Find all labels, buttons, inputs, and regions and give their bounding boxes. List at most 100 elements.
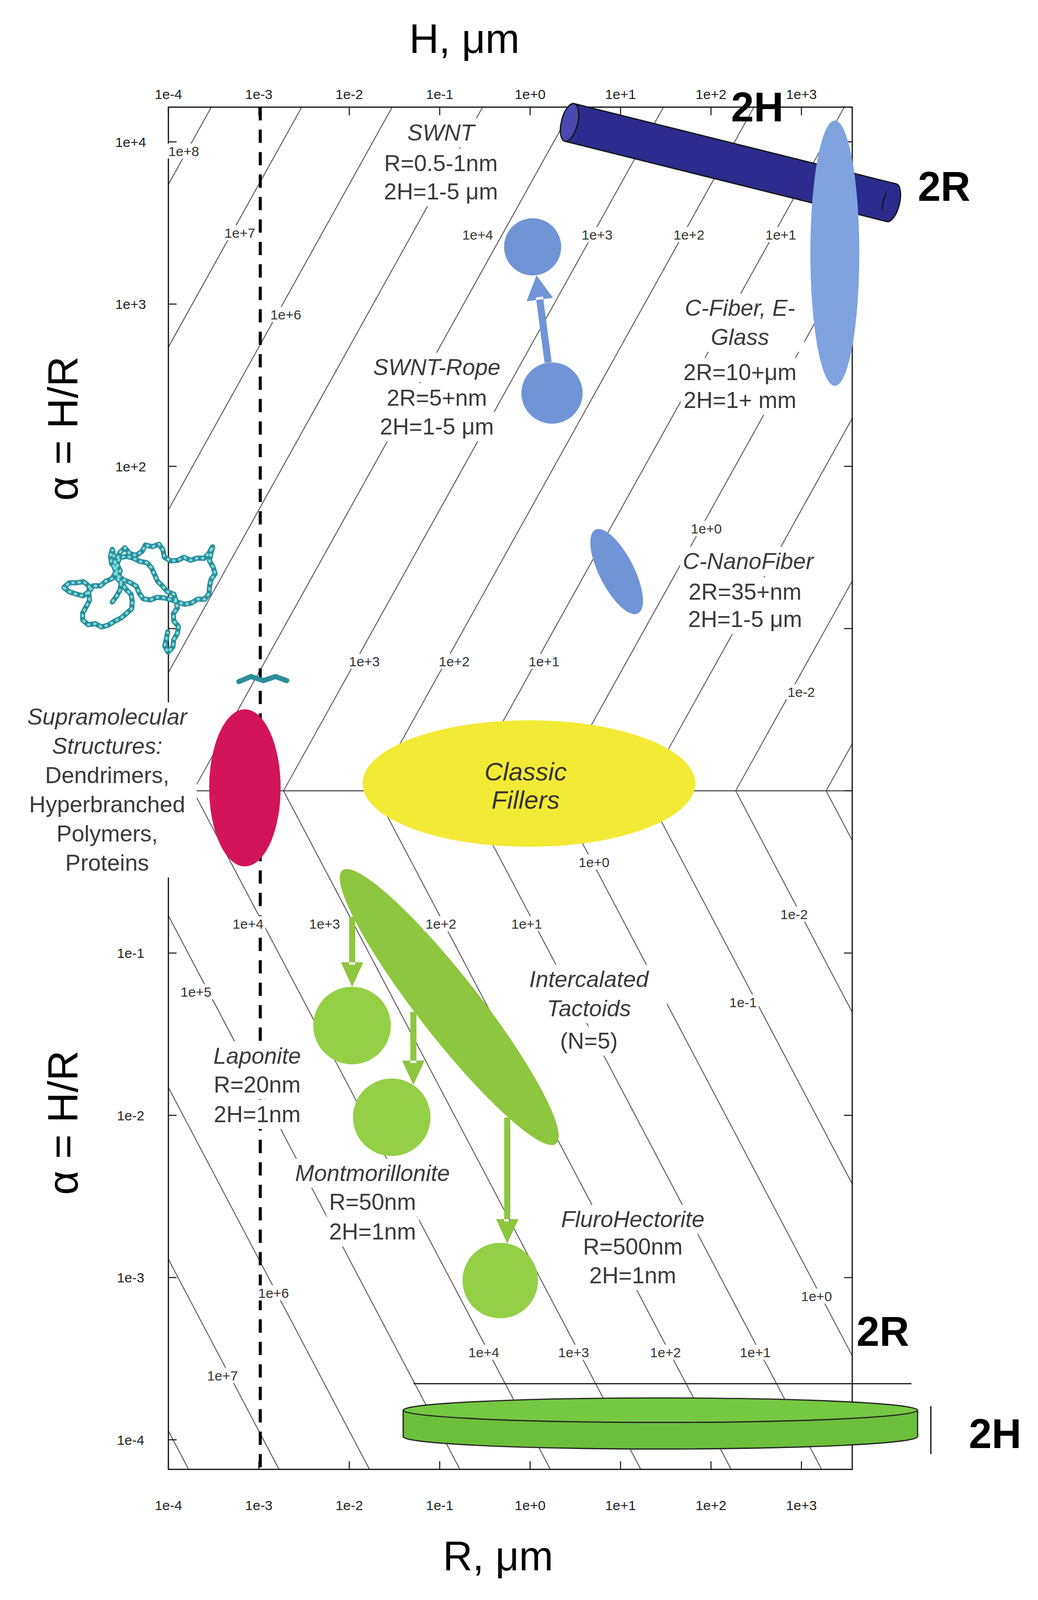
dimension-line — [413, 1383, 912, 1385]
iso-line — [168, 107, 302, 792]
tick-mark — [439, 107, 441, 116]
axis-tick-label: 1e+3 — [784, 86, 819, 102]
contour-value: 1e+3 — [346, 653, 382, 669]
contour-value: 1e+3 — [307, 916, 342, 932]
clay-disc — [462, 1242, 538, 1319]
node-detail: 2H=1-5 μm — [685, 604, 805, 635]
iso-line — [168, 791, 279, 1470]
tick-mark — [710, 1461, 712, 1470]
shape-outline — [520, 361, 584, 425]
contour-value: 1e+4 — [460, 227, 496, 243]
contour-value: 1e+5 — [178, 984, 214, 1000]
contour-value: 1e+2 — [671, 227, 707, 243]
node-detail: R=500nm — [580, 1232, 686, 1262]
node-heading: Classic Fillers — [468, 757, 583, 815]
iso-line — [168, 791, 461, 1470]
platelet-disk — [403, 1398, 918, 1450]
fiber-ellipse: C-Fiber, E-Glass2R=10+μm2H=1+ mm — [809, 119, 861, 388]
axis-tick-label: 1e+0 — [513, 1498, 548, 1514]
plot-frame — [168, 107, 853, 1470]
node-heading: Supramolecular Structures: — [8, 702, 206, 761]
tick-mark — [167, 107, 169, 116]
shape-outline — [461, 1242, 540, 1320]
contour-value: 1e-2 — [785, 684, 817, 700]
iso-line — [645, 791, 853, 1470]
clay-disc: LaponiteR=20nm2H=1nm — [312, 985, 392, 1066]
axis-tick-label: 1e-2 — [333, 1498, 365, 1514]
tick-mark — [168, 1439, 177, 1441]
node-detail: 2H=1nm — [586, 1261, 679, 1291]
axis-tick-label: 1e+2 — [113, 458, 148, 474]
tick-mark — [619, 1461, 621, 1470]
iso-line — [283, 107, 664, 792]
node-heading: C-Fiber, E-Glass — [675, 293, 805, 352]
node-detail: 2R=35+nm — [686, 577, 805, 607]
tick-mark — [168, 952, 177, 954]
tick-mark — [844, 466, 853, 467]
nanotube-blob: SWNTR=0.5-1nm2H=1-5 μm — [503, 217, 563, 277]
tick-mark — [167, 1461, 169, 1470]
contour-value: 1e+6 — [268, 306, 304, 322]
filler-ellipse — [362, 720, 696, 848]
node-heading: SWNT — [404, 118, 478, 148]
contour-value: 1e+1 — [738, 1344, 773, 1360]
axis-title: α = H/R — [40, 354, 87, 503]
fiber-ellipse — [810, 120, 860, 386]
iso-line — [168, 107, 393, 792]
contour-value: 1e+1 — [763, 227, 799, 243]
iso-line — [645, 107, 853, 792]
iso-line — [826, 791, 853, 1470]
polymer-beads — [63, 544, 216, 653]
transition-arrow — [496, 1117, 519, 1244]
contour-value: 1e+0 — [576, 854, 612, 871]
iso-line — [735, 107, 853, 792]
axis-tick-label: 1e-1 — [115, 945, 147, 961]
supramolecular-ellipse — [209, 709, 281, 867]
axis-tick-label: 1e+2 — [693, 86, 729, 102]
filler-ellipse: Classic Fillers — [361, 719, 697, 849]
axis-tick-label: 1e-3 — [243, 1498, 275, 1514]
iso-line — [554, 107, 853, 792]
shape-outline — [589, 528, 645, 616]
tick-mark — [168, 141, 177, 143]
tick-mark — [801, 107, 803, 116]
axis-tick-label: 1e+3 — [784, 1498, 819, 1514]
node-heading: Laponite — [210, 1041, 305, 1071]
axis-ticks — [168, 107, 853, 1470]
tick-mark — [168, 303, 177, 305]
axis-tick-label: 1e-4 — [152, 86, 184, 102]
axis-tick-label: 1e+2 — [693, 1498, 729, 1514]
node-detail: (N=5) — [557, 1026, 621, 1056]
axis-tick-label: 1e-3 — [115, 1270, 147, 1286]
axis-tick-label: 1e-4 — [152, 1498, 184, 1514]
rope-blob — [521, 362, 583, 424]
iso-lines — [168, 107, 853, 1470]
contour-value: 1e+0 — [689, 521, 724, 537]
tick-mark — [844, 790, 853, 792]
axis-title: H, μm — [407, 15, 522, 62]
node-detail: R=0.5-1nm — [381, 148, 501, 179]
contour-value: 1e+6 — [256, 1285, 291, 1301]
tick-mark — [348, 1461, 350, 1470]
shape-outline — [312, 985, 392, 1066]
tick-mark — [529, 1461, 531, 1470]
polymer-fragment — [238, 676, 287, 682]
contour-value: 1e-2 — [778, 906, 810, 923]
axis-tick-label: 1e-4 — [115, 1432, 147, 1448]
iso-line — [168, 791, 189, 1470]
tick-mark — [844, 1277, 853, 1279]
node-heading: FluroHectorite — [558, 1205, 708, 1235]
clay-disc — [313, 986, 391, 1065]
axis-title: α = H/R — [40, 1048, 87, 1197]
contour-value: 1e+3 — [579, 227, 615, 243]
shape-outline — [208, 708, 282, 868]
tick-mark — [168, 628, 177, 630]
tick-mark — [168, 1277, 177, 1279]
axis-tick-label: 1e-2 — [115, 1107, 147, 1123]
tick-mark — [710, 107, 712, 116]
tick-mark — [439, 1461, 441, 1470]
axis-tick-label: 1e+0 — [513, 86, 548, 102]
tick-mark — [619, 107, 621, 116]
